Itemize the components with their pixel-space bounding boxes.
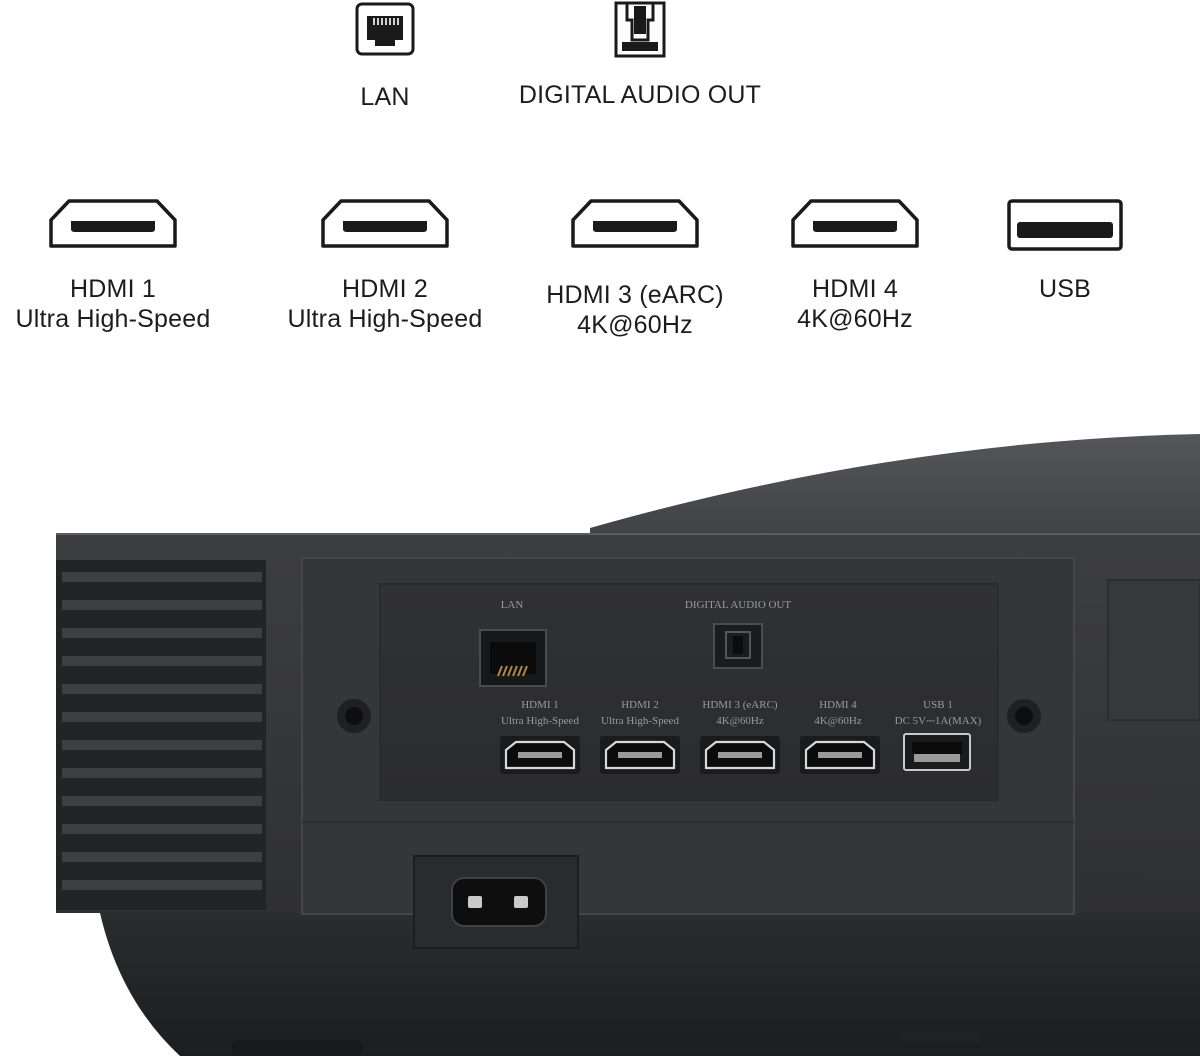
hdmi-port-1[interactable] (500, 736, 580, 774)
vent-fin (62, 740, 262, 750)
hdmi-port-icon (49, 199, 177, 248)
cooling-vent (56, 560, 266, 910)
vent-fin (62, 572, 262, 582)
port-legend: LAN DIGITAL AUDIO OUT HDMI 1 Ultra High-… (0, 0, 1200, 360)
device-foot (232, 1040, 362, 1056)
legend-label-lan: LAN (360, 83, 410, 111)
device-top-dome (590, 434, 1200, 560)
legend-label-hdmi4-line1: HDMI 4 (812, 275, 898, 303)
hdmi-port-icon (791, 199, 919, 248)
vent-fin (62, 712, 262, 722)
vent-fin (62, 628, 262, 638)
hdmi-port-3[interactable] (700, 736, 780, 774)
legend-label-hdmi4-line2: 4K@60Hz (797, 305, 913, 333)
hdmi-port-icon (321, 199, 449, 248)
hdmi-port-2[interactable] (600, 736, 680, 774)
device-foot (900, 1032, 980, 1042)
legend-label-usb: USB (1038, 275, 1091, 303)
vent-fin (62, 824, 262, 834)
panel-label-hdmi1-line1: HDMI 1 (521, 699, 559, 711)
legend-label-hdmi2-line1: HDMI 2 (342, 275, 428, 303)
usb-port-icon (1007, 199, 1123, 251)
panel-label-digital-audio-out: DIGITAL AUDIO OUT (685, 599, 792, 611)
hdmi-port-icon (571, 199, 699, 248)
legend-hdmi4: HDMI 4 4K@60Hz (740, 198, 970, 334)
legend-hdmi1: HDMI 1 Ultra High-Speed (0, 198, 228, 334)
screw-right (1007, 699, 1041, 733)
legend-label-hdmi1-line2: Ultra High-Speed (15, 305, 211, 333)
legend-lan: LAN (335, 2, 435, 112)
vent-fin (62, 796, 262, 806)
optical-audio-port-icon (614, 1, 666, 58)
connector-panel (379, 583, 999, 801)
panel-label-hdmi2-line1: HDMI 2 (621, 699, 659, 711)
ethernet-port-icon (355, 2, 415, 56)
legend-hdmi3: HDMI 3 (eARC) 4K@60Hz (520, 198, 750, 340)
legend-usb: USB (995, 198, 1135, 304)
side-cover (1107, 579, 1200, 721)
lan-port[interactable] (479, 629, 547, 687)
screw-left (337, 699, 371, 733)
optical-audio-port[interactable] (713, 623, 763, 669)
power-inlet[interactable] (413, 855, 579, 949)
vent-fin (62, 684, 262, 694)
panel-label-hdmi4-line2: 4K@60Hz (814, 715, 862, 727)
panel-label-lan: LAN (501, 599, 524, 611)
legend-label-digital-audio-out: DIGITAL AUDIO OUT (518, 81, 762, 109)
panel-label-hdmi3-line1: HDMI 3 (eARC) (702, 699, 777, 711)
legend-label-hdmi2-line2: Ultra High-Speed (287, 305, 483, 333)
panel-label-hdmi3-line2: 4K@60Hz (716, 715, 764, 727)
panel-label-hdmi2-line2: Ultra High-Speed (601, 715, 679, 727)
legend-digital-audio-out: DIGITAL AUDIO OUT (490, 0, 790, 110)
panel-label-usb-line2: DC 5V⎓1A(MAX) (895, 715, 982, 727)
vent-fin (62, 852, 262, 862)
legend-label-hdmi1-line1: HDMI 1 (70, 275, 156, 303)
legend-hdmi2: HDMI 2 Ultra High-Speed (270, 198, 500, 334)
projector-rear-panel: LAN DIGITAL AUDIO OUT HDMI 1 Ultra High-… (56, 434, 1200, 1056)
hdmi-port-4[interactable] (800, 736, 880, 774)
device-base (56, 913, 1200, 1056)
panel-label-hdmi1-line2: Ultra High-Speed (501, 715, 579, 727)
legend-label-hdmi3-line2: 4K@60Hz (577, 311, 693, 339)
vent-fin (62, 656, 262, 666)
vent-fin (62, 880, 262, 890)
vent-fin (62, 600, 262, 610)
panel-label-hdmi4-line1: HDMI 4 (819, 699, 857, 711)
panel-label-usb-line1: USB 1 (923, 699, 953, 711)
vent-fin (62, 768, 262, 778)
usb-port-1[interactable] (903, 733, 971, 771)
legend-label-hdmi3-line1: HDMI 3 (eARC) (546, 281, 724, 309)
